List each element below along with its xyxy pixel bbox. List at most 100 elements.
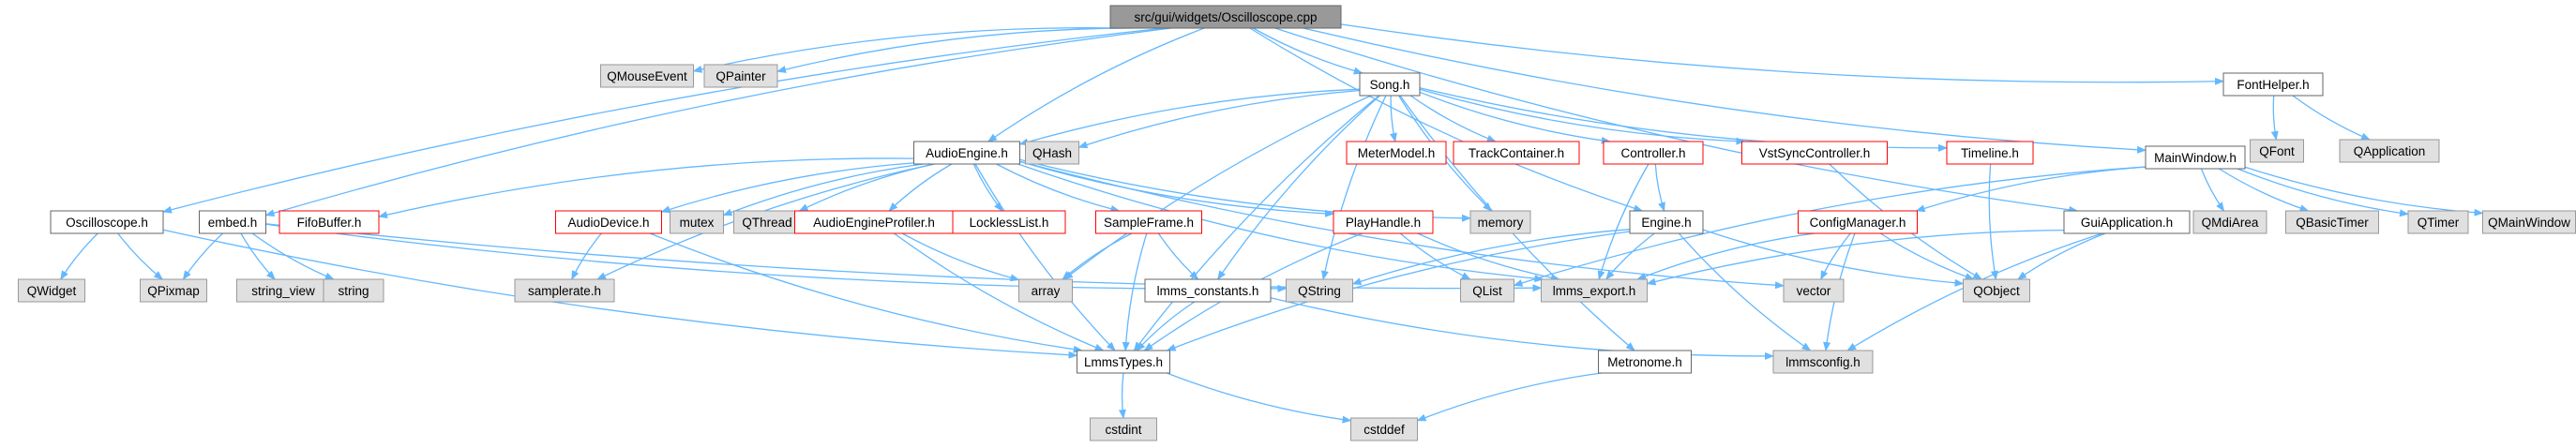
node-SampleFrame[interactable]: SampleFrame.h <box>1095 210 1202 234</box>
node-box <box>1077 350 1170 374</box>
edge-GuiApplication-to-lmms_export <box>1646 229 2065 286</box>
edge-embed-to-string_view <box>240 232 276 280</box>
node-label: samplerate.h <box>528 284 601 298</box>
edge-root-to-MainWindow <box>1303 27 2147 154</box>
node-FontHelper[interactable]: FontHelper.h <box>2222 72 2324 97</box>
edge-AudioEngine-to-LocklessList <box>972 163 1003 212</box>
node-label: array <box>1032 284 1061 298</box>
node-Metronome[interactable]: Metronome.h <box>1598 350 1692 374</box>
node-PlayHandle[interactable]: PlayHandle.h <box>1333 210 1434 234</box>
edge-Engine-to-QObject <box>1702 229 1965 287</box>
node-label: lmms_constants.h <box>1157 284 1259 298</box>
edge-SampleFrame-to-lmms_constants <box>1157 232 1199 280</box>
node-GuiApplication[interactable]: GuiApplication.h <box>2063 210 2191 234</box>
node-box <box>952 210 1066 234</box>
edge-AudioEngineProfiler-to-array <box>901 232 1020 282</box>
node-AudioEngineProfiler[interactable]: AudioEngineProfiler.h <box>794 210 954 234</box>
node-layer: src/gui/widgets/Oscilloscope.cppQMouseEv… <box>18 5 2576 441</box>
node-box <box>1772 350 1874 374</box>
node-AudioDevice[interactable]: AudioDevice.h <box>555 210 662 234</box>
node-label: Metronome.h <box>1607 355 1682 369</box>
node-label: vector <box>1797 284 1831 298</box>
node-lmms_constants[interactable]: lmms_constants.h <box>1144 278 1272 303</box>
edge-MainWindow-to-QBasicTimer <box>2219 168 2310 212</box>
node-MainWindow[interactable]: MainWindow.h <box>2145 145 2246 170</box>
node-QApplication: QApplication <box>2339 139 2440 163</box>
node-label: QMainWindow <box>2488 216 2570 230</box>
node-samplerate: samplerate.h <box>514 278 615 303</box>
node-box <box>1144 278 1272 303</box>
edge-Engine-to-lmms_export <box>1605 232 1655 280</box>
node-label: cstddef <box>1363 423 1405 437</box>
edge-AudioEngine-to-FifoBuffer <box>378 157 914 219</box>
node-label: embed.h <box>208 216 258 230</box>
node-TrackContainer[interactable]: TrackContainer.h <box>1453 141 1580 165</box>
node-box <box>2339 139 2440 163</box>
node-label: lmmsconfig.h <box>1785 355 1860 369</box>
node-box <box>913 141 1020 165</box>
node-LocklessList[interactable]: LocklessList.h <box>952 210 1066 234</box>
node-box <box>1541 278 1648 303</box>
edge-ConfigManager-to-vector <box>1820 232 1851 280</box>
edge-FontHelper-to-QFont <box>2270 95 2279 141</box>
node-LmmsTypes[interactable]: LmmsTypes.h <box>1077 350 1170 374</box>
node-label: MeterModel.h <box>1358 146 1436 160</box>
node-AudioEngine[interactable]: AudioEngine.h <box>913 141 1020 165</box>
node-label: lmms_export.h <box>1553 284 1636 298</box>
node-box <box>1025 141 1079 165</box>
node-FifoBuffer[interactable]: FifoBuffer.h <box>279 210 380 234</box>
edge-lmms_constants-to-LmmsTypes <box>1136 301 1196 351</box>
edge-LmmsTypes-to-cstddef <box>1167 372 1352 424</box>
edge-root-to-Engine <box>1249 27 1644 212</box>
edge-embed-to-QString <box>265 223 1288 292</box>
edge-root-to-Song <box>1252 27 1363 75</box>
node-box <box>1453 141 1580 165</box>
node-VstSyncController[interactable]: VstSyncController.h <box>1741 141 1888 165</box>
node-label: Song.h <box>1370 78 1410 92</box>
node-Engine[interactable]: Engine.h <box>1629 210 1704 234</box>
node-box <box>323 278 384 303</box>
node-box <box>1946 141 2034 165</box>
node-box <box>1629 210 1704 234</box>
node-label: Oscilloscope.h <box>66 216 148 230</box>
node-label: ConfigManager.h <box>1810 216 1906 230</box>
edge-Song-to-Timeline <box>1419 87 1948 152</box>
node-label: AudioEngineProfiler.h <box>813 216 935 230</box>
node-ConfigManager[interactable]: ConfigManager.h <box>1798 210 1918 234</box>
node-label: GuiApplication.h <box>2081 216 2173 230</box>
node-box <box>2407 210 2469 234</box>
node-QList: QList <box>1460 278 1514 303</box>
node-box <box>2222 72 2324 97</box>
node-box <box>555 210 662 234</box>
edge-PlayHandle-to-QList <box>1399 232 1471 280</box>
node-lmms_export: lmms_export.h <box>1541 278 1648 303</box>
edge-SampleFrame-to-LmmsTypes <box>1122 232 1148 351</box>
node-Song[interactable]: Song.h <box>1359 72 1421 97</box>
edge-ConfigManager-to-lmms_export <box>1636 232 1815 280</box>
node-string: string <box>323 278 384 303</box>
node-QBasicTimer: QBasicTimer <box>2285 210 2379 234</box>
node-box <box>199 210 266 234</box>
node-box <box>2482 210 2576 234</box>
edge-AudioEngine-to-lmms_export <box>1017 163 1544 283</box>
node-Controller[interactable]: Controller.h <box>1603 141 1704 165</box>
edge-Song-to-AudioEngine <box>1018 88 1361 146</box>
node-root[interactable]: src/gui/widgets/Oscilloscope.cpp <box>1109 5 1342 29</box>
node-QThread: QThread <box>733 210 801 234</box>
node-box <box>600 64 694 88</box>
node-Timeline[interactable]: Timeline.h <box>1946 141 2034 165</box>
edge-MainWindow-to-QList <box>1513 166 2147 287</box>
node-label: QTimer <box>2418 216 2460 230</box>
node-box <box>2250 139 2304 163</box>
node-MeterModel[interactable]: MeterModel.h <box>1346 141 1447 165</box>
edge-PlayHandle-to-lmms_export <box>1417 232 1560 282</box>
node-box <box>50 210 164 234</box>
node-embed[interactable]: embed.h <box>199 210 266 234</box>
edge-root-to-AudioEngine <box>987 27 1205 142</box>
node-Oscilloscope[interactable]: Oscilloscope.h <box>50 210 164 234</box>
edge-Song-to-lmms_constants <box>1217 95 1380 280</box>
node-cstdint: cstdint <box>1090 417 1157 441</box>
node-label: cstdint <box>1105 423 1141 437</box>
edge-AudioDevice-to-samplerate <box>571 232 602 280</box>
node-box <box>1963 278 2030 303</box>
